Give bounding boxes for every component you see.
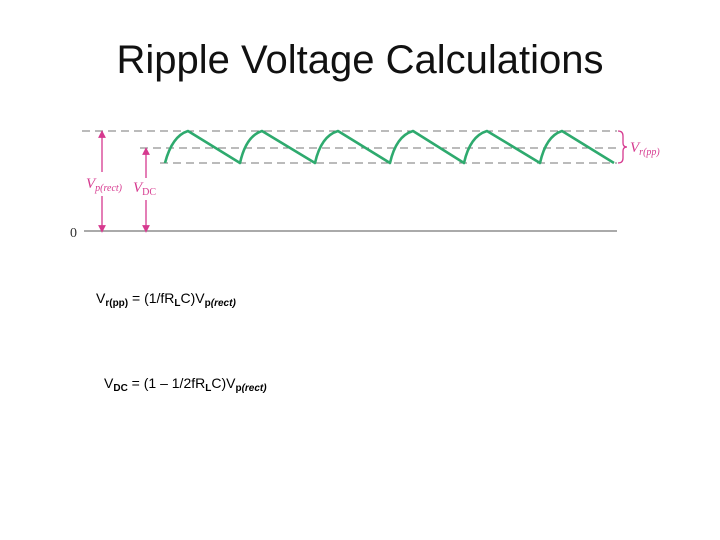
vp-rect-label: Vp(rect) (86, 176, 123, 194)
ripple-brace (617, 130, 628, 164)
ripple-waveform (163, 129, 615, 165)
ripple-waveform-diagram: 0 Vp(rect) VDC Vr(pp) (70, 129, 660, 241)
slide-title: Ripple Voltage Calculations (116, 38, 604, 82)
vdc-label: VDC (133, 180, 156, 198)
zero-label: 0 (70, 226, 77, 241)
dc-voltage-equation: VDC = (1 – 1/2fRLC)Vp(rect) (104, 375, 267, 394)
ripple-voltage-equation: Vr(pp) = (1/fRLC)Vp(rect) (96, 290, 236, 309)
vr-pp-label: Vr(pp) (630, 140, 660, 158)
